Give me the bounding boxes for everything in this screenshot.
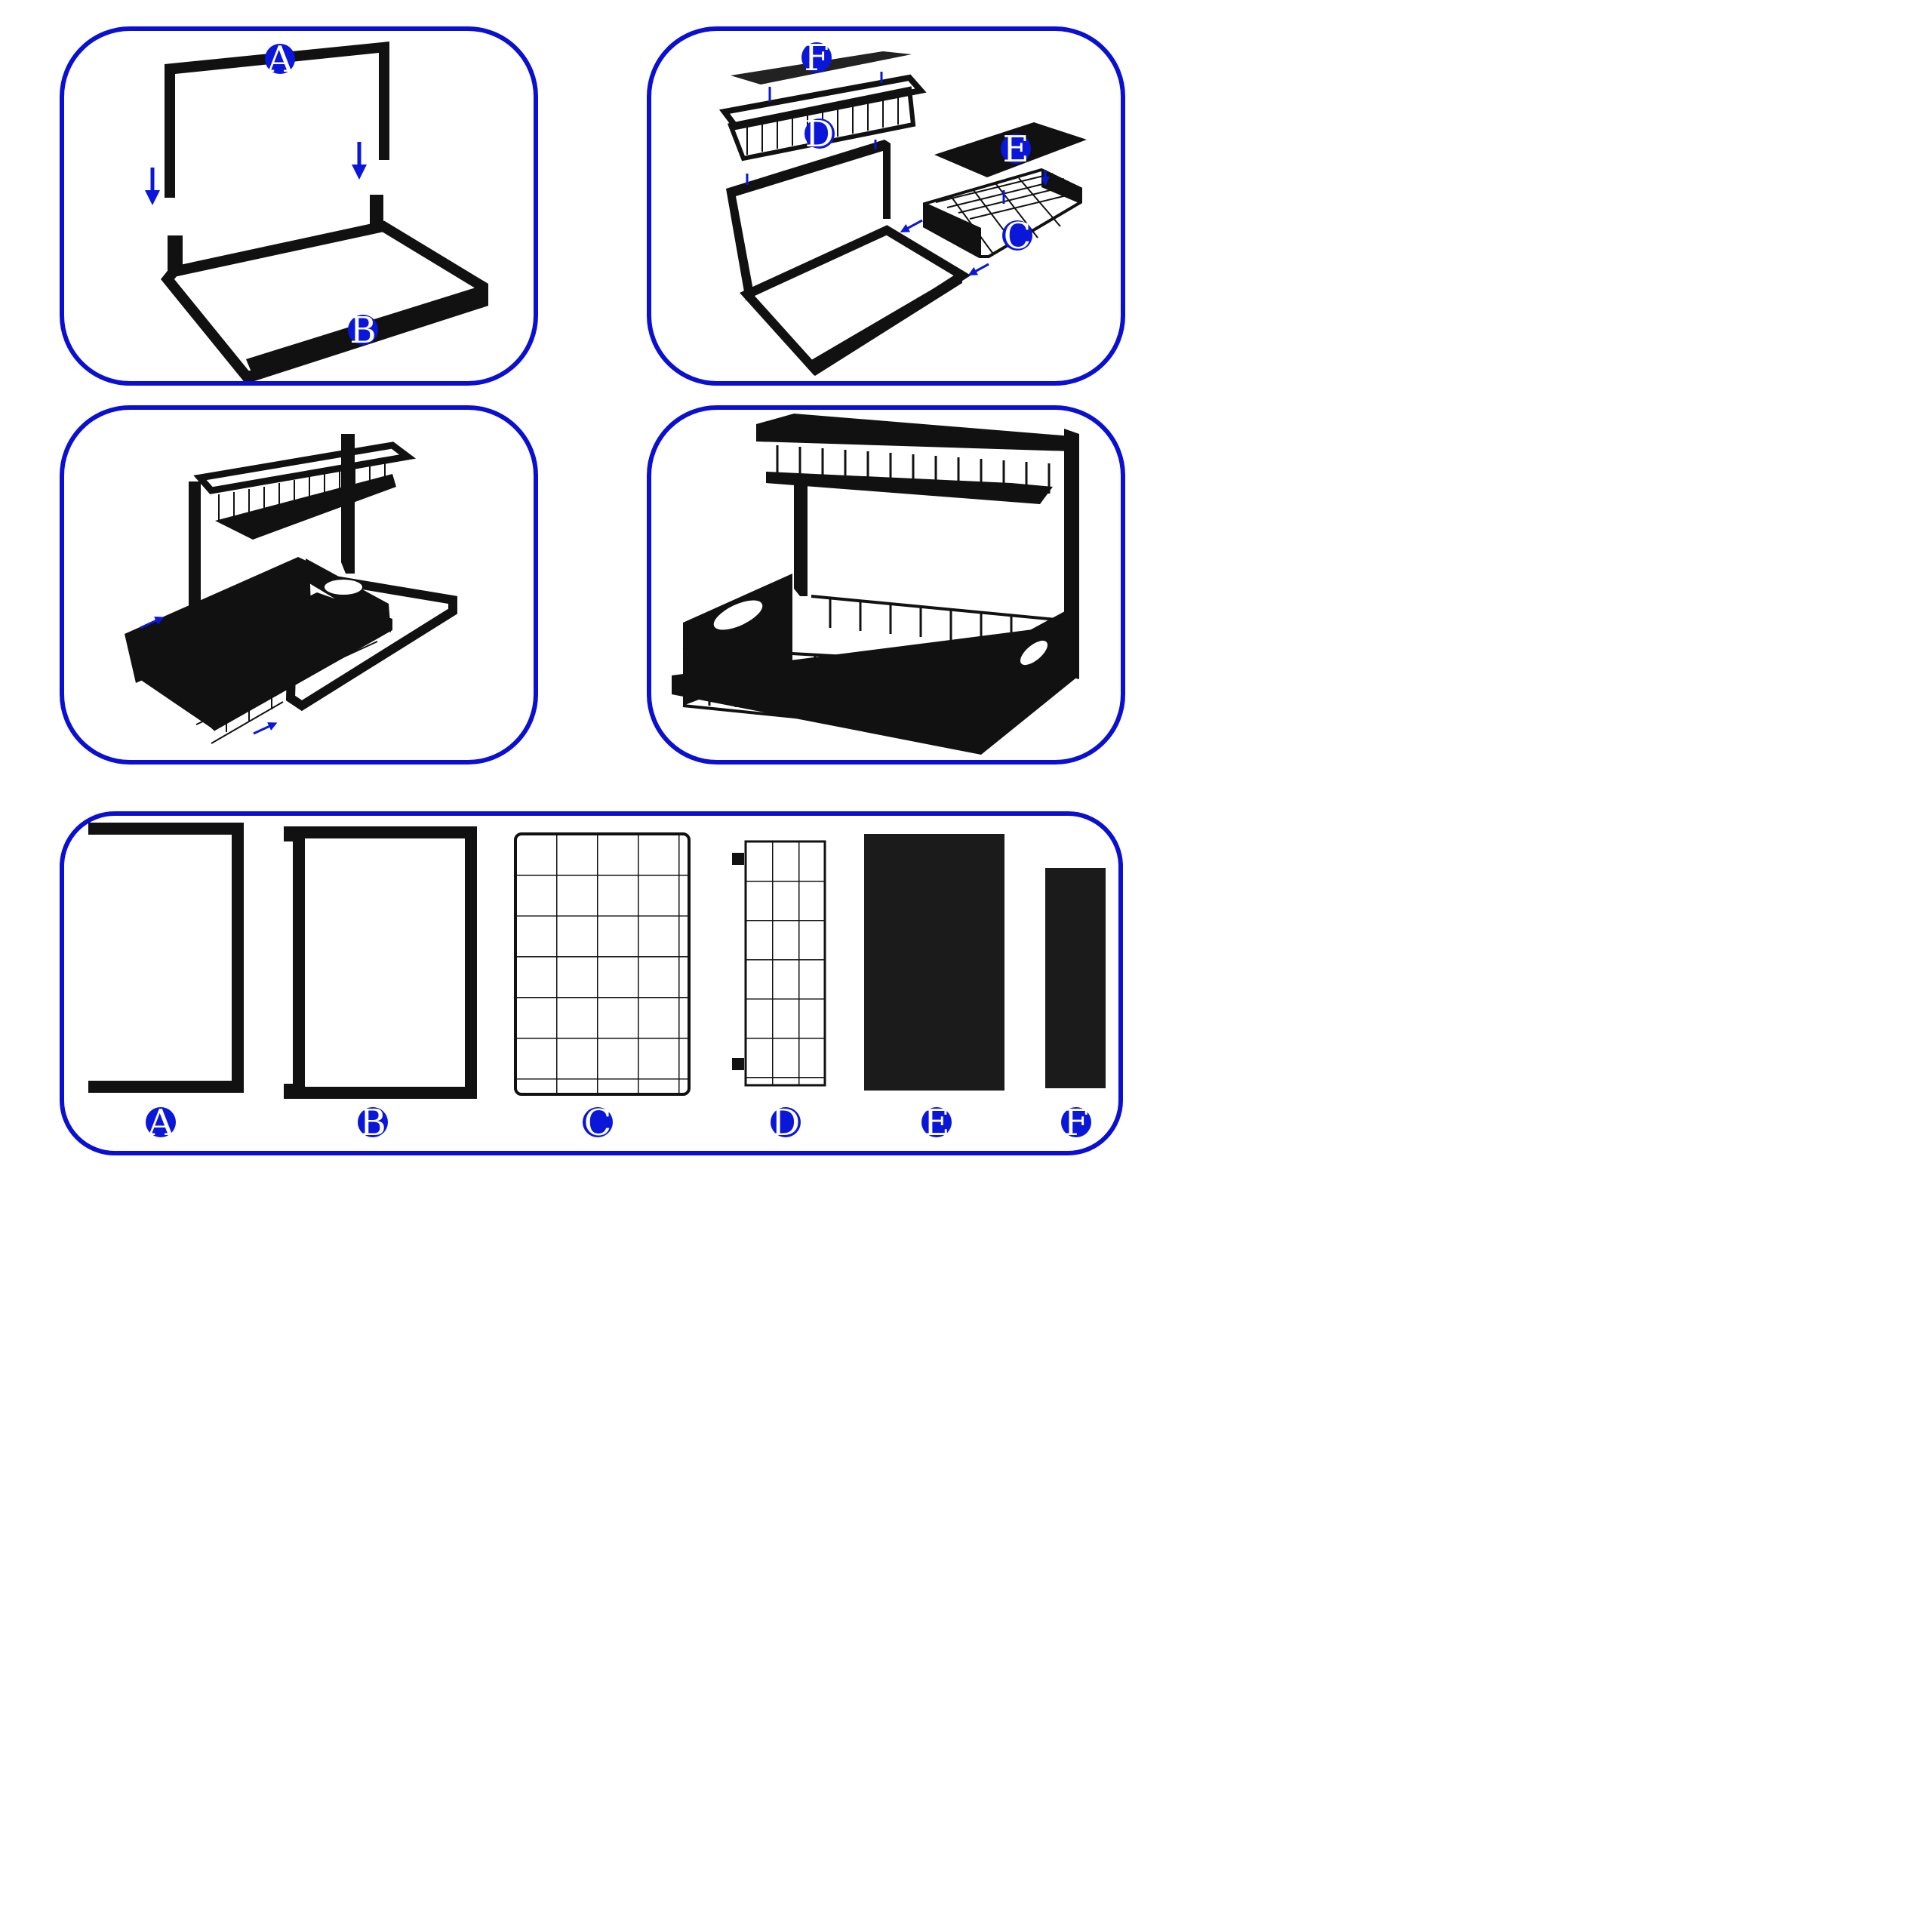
callout-b: B [348, 309, 378, 352]
part-b-frame [284, 826, 477, 1099]
part-label-b: B [358, 1102, 388, 1144]
part-a-frame [88, 823, 244, 1093]
part-label-d: D [771, 1102, 801, 1144]
part-c-grid [514, 832, 691, 1096]
part-d-grid [732, 840, 826, 1087]
svg-text:F: F [804, 37, 829, 79]
top-basket [193, 441, 417, 540]
slide-arrow-upper [900, 219, 923, 232]
assembled-frame [726, 140, 971, 376]
svg-text:C: C [584, 1102, 612, 1144]
svg-text:A: A [266, 38, 294, 81]
callout-f: F [801, 37, 832, 79]
svg-text:B: B [349, 309, 376, 352]
assembled-product-panel [647, 405, 1125, 764]
part-f-mat [1045, 868, 1106, 1088]
callout-a: A [265, 38, 295, 81]
parts-list-panel: A B C D E F [60, 811, 1123, 1155]
callout-c: C [1002, 215, 1032, 257]
arrows-down [746, 72, 1045, 204]
slide-arrow-lower [968, 263, 989, 275]
top-shelf-basket [756, 414, 1072, 504]
callout-d: D [804, 113, 835, 155]
svg-text:E: E [923, 1102, 949, 1144]
part-label-f: F [1061, 1102, 1091, 1144]
bottom-drawer [672, 574, 1079, 755]
svg-text:C: C [1004, 215, 1032, 257]
part-e-mat [864, 834, 1004, 1091]
step3-panel [60, 405, 538, 764]
part-label-e: E [921, 1102, 952, 1144]
pull-out-drawer [125, 557, 392, 744]
slide-arrow-bottom [253, 722, 278, 735]
step1-panel: A B [60, 26, 538, 386]
slide-arrow-top [140, 617, 165, 629]
callout-e: E [1001, 128, 1031, 171]
step2-panel: F D E C [647, 26, 1125, 386]
part-label-a: A [146, 1102, 176, 1144]
svg-text:F: F [1063, 1102, 1088, 1144]
part-label-c: C [583, 1102, 613, 1144]
svg-text:A: A [147, 1102, 175, 1144]
svg-text:D: D [771, 1102, 800, 1144]
svg-text:E: E [1002, 128, 1029, 171]
svg-text:D: D [805, 113, 834, 155]
svg-text:B: B [359, 1102, 386, 1144]
